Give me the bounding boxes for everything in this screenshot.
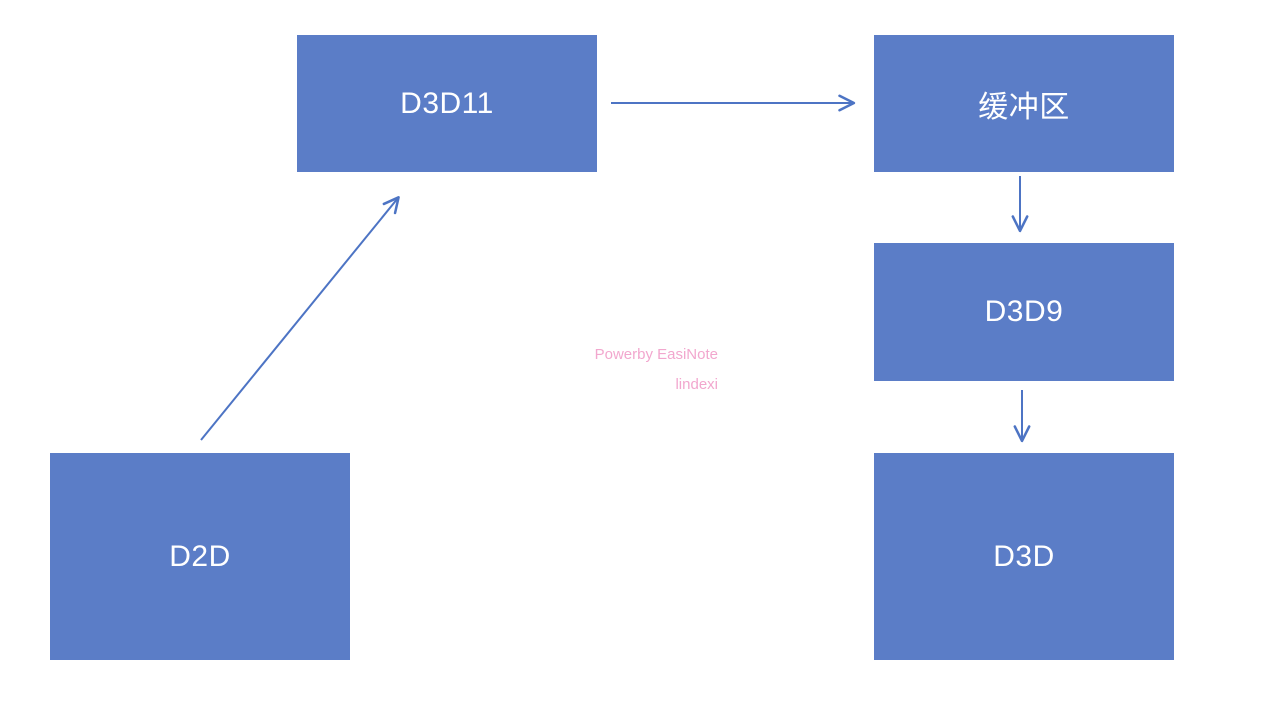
node-d3d9[interactable]: D3D9 [874, 243, 1174, 381]
watermark-line2: lindexi [675, 376, 718, 393]
watermark-line1: Powerby EasiNote [594, 346, 718, 363]
arrow-d2d-to-d3d11[interactable] [200, 196, 400, 441]
node-d2d[interactable]: D2D [50, 453, 350, 660]
node-d3d-label: D3D [993, 539, 1055, 573]
watermark: Powerby EasiNote lindexi [458, 340, 718, 400]
node-d3d[interactable]: D3D [874, 453, 1174, 660]
node-d3d11-label: D3D11 [400, 86, 494, 120]
node-d3d11[interactable]: D3D11 [297, 35, 597, 172]
node-d2d-label: D2D [169, 539, 231, 573]
node-d3d9-label: D3D9 [984, 295, 1064, 328]
node-buffer-label: 缓冲区 [978, 90, 1070, 124]
node-buffer[interactable]: 缓冲区 [874, 35, 1174, 172]
